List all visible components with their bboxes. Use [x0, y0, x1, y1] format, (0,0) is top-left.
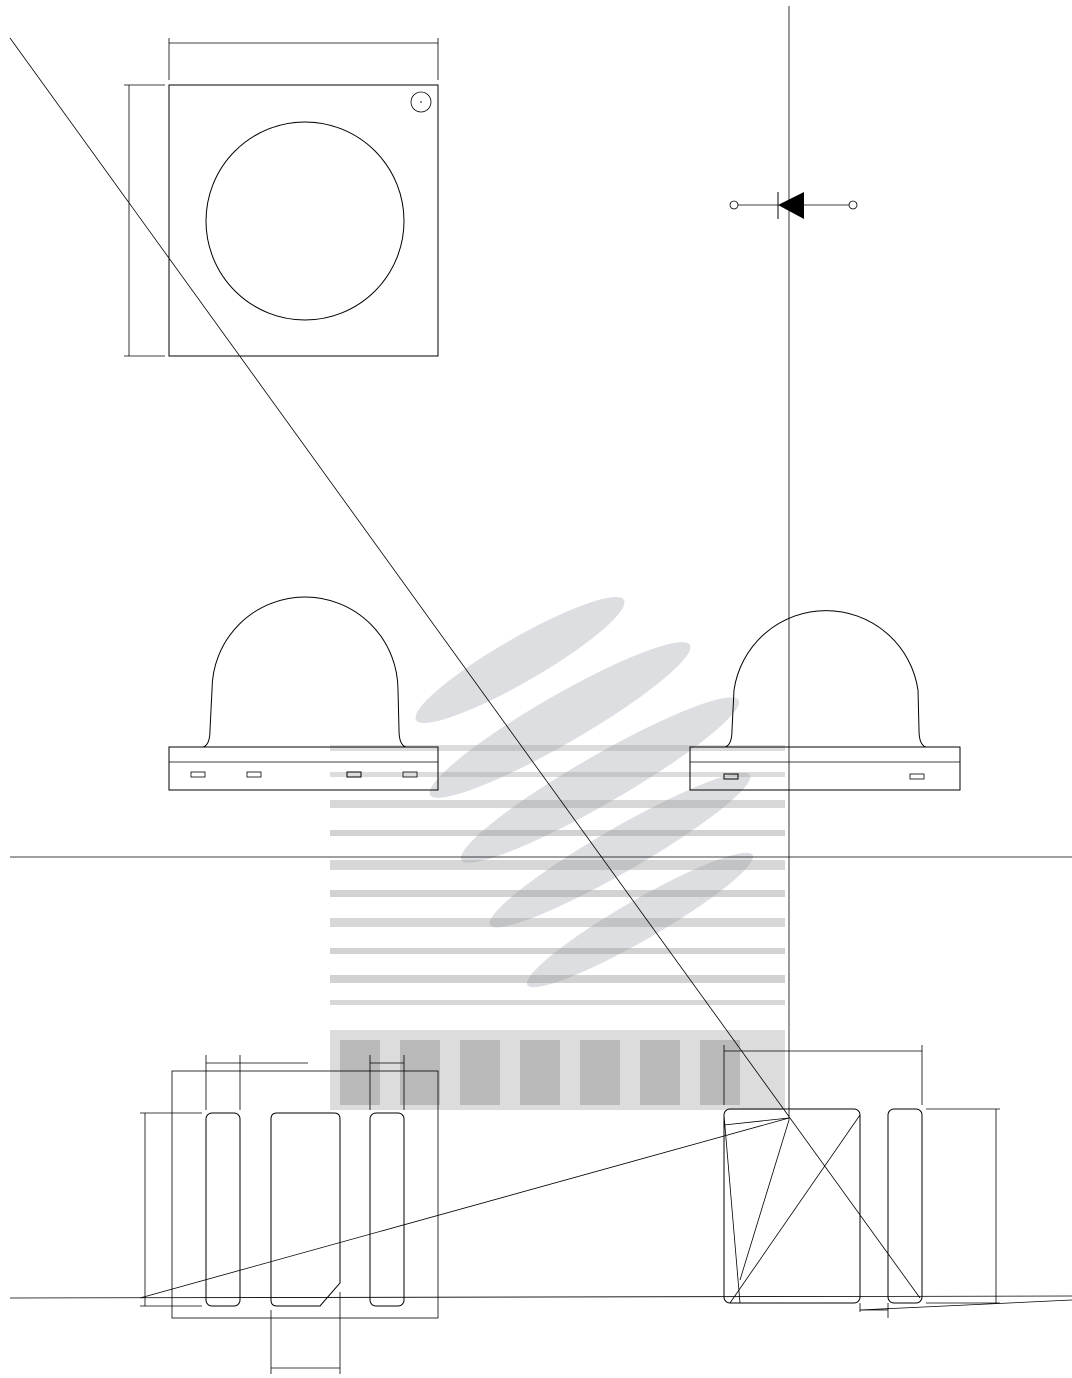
pad-right: [369, 1112, 405, 1307]
watermark-letter-blocks: [340, 1040, 740, 1105]
diode-symbol: [729, 192, 858, 219]
faint-logo-watermark: [330, 597, 785, 1110]
side-view-left: [168, 596, 439, 791]
base-flange: [168, 746, 439, 791]
watermark-stripes: [330, 745, 785, 1110]
pad-x-marked: [723, 1108, 861, 1304]
construction-lines: [9, 6, 1072, 1311]
base-flange: [689, 746, 961, 791]
pad-left: [205, 1112, 241, 1307]
top-width-dimension: [168, 38, 439, 80]
land-height-dimension: [926, 1108, 1000, 1304]
land-width-dimension: [723, 1045, 923, 1105]
polarity-mark: [410, 91, 432, 113]
dome-profile: [690, 610, 960, 748]
pad-height-dimension: [140, 1112, 202, 1307]
side-view-right: [689, 610, 961, 791]
pad-center: [270, 1112, 341, 1307]
pad-pitch-dimension: [205, 1055, 405, 1110]
pad-right: [887, 1108, 923, 1304]
dome-circle: [205, 121, 405, 321]
center-pad-width-dimension: [270, 1292, 341, 1374]
top-view: [124, 38, 439, 357]
dome-profile: [169, 596, 438, 748]
top-height-dimension: [124, 84, 165, 357]
land-gap-dimension: [859, 1303, 889, 1318]
bottom-view-pads: [140, 1055, 439, 1374]
recommended-land-pattern: [723, 1045, 1000, 1318]
